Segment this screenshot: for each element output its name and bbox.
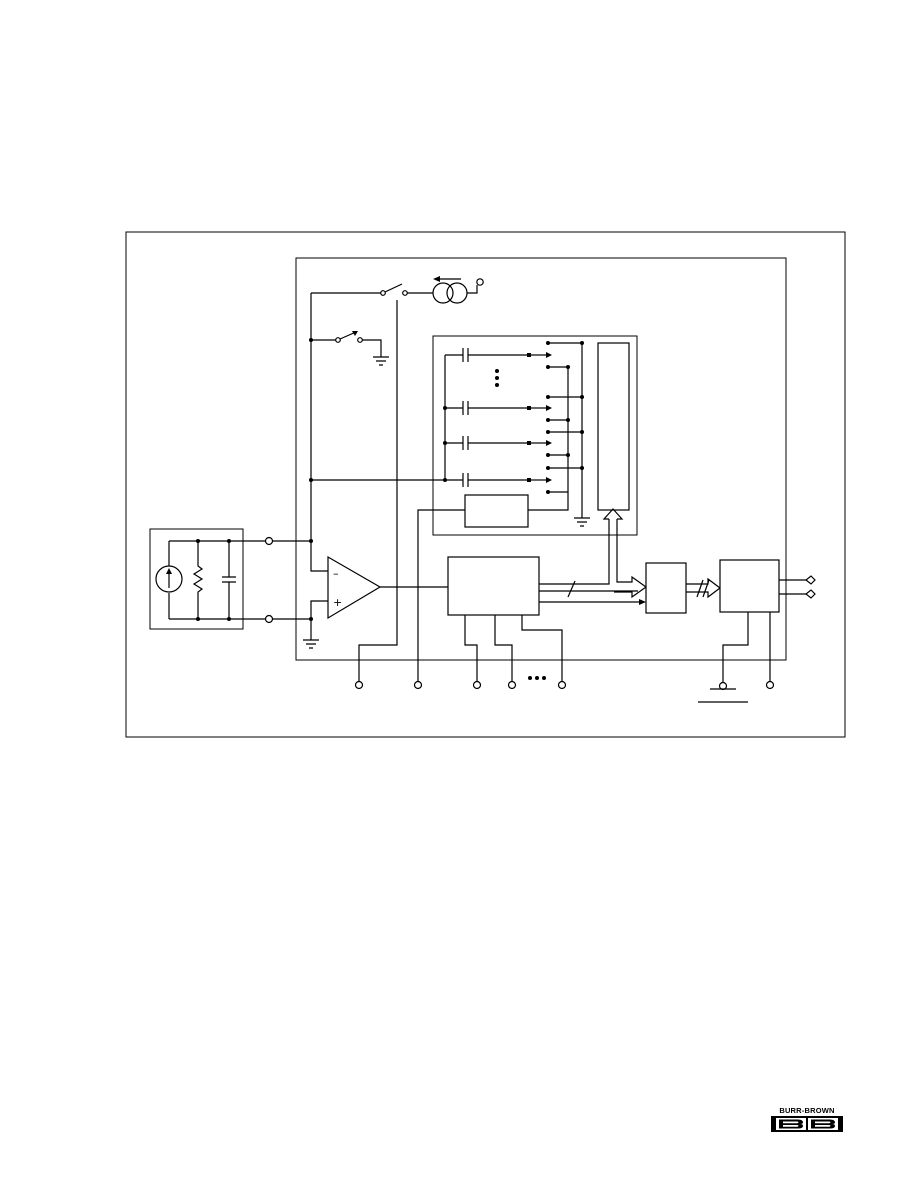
reset-current-switch	[311, 283, 433, 296]
opamp-plus-label: +	[333, 596, 342, 609]
bus-arrow-register-to-mux	[614, 519, 648, 599]
outer-frame	[125, 231, 846, 738]
control-logic-block	[447, 556, 540, 616]
input-pin-bottom	[264, 614, 274, 624]
array-logic-block	[464, 494, 529, 528]
sensor-model	[149, 528, 269, 630]
logo-brand-text: BURR-BROWN	[779, 1106, 835, 1115]
switch-contacts	[546, 341, 584, 494]
gain-register-block	[597, 342, 630, 511]
ground-switch	[311, 331, 389, 366]
capacitor-row-3	[445, 436, 552, 450]
logo-mark-icon	[771, 1116, 843, 1132]
horizontal-ellipsis-icon	[528, 676, 546, 680]
capacitor-icon	[222, 541, 236, 619]
capacitor-array-block	[432, 335, 638, 536]
capacitor-row-1	[445, 348, 552, 362]
integrator-opamp: – +	[327, 555, 382, 620]
ground-icon	[303, 639, 319, 649]
resistor-icon	[192, 541, 204, 619]
ic-boundary	[295, 257, 787, 661]
vertical-ellipsis-icon	[495, 369, 499, 387]
current-source-dual-circle-icon	[432, 276, 484, 304]
bottom-pins	[354, 680, 775, 691]
burr-brown-logo: BURR-BROWN	[770, 1107, 844, 1133]
capacitor-row-4	[445, 473, 552, 487]
current-source-icon	[155, 565, 183, 593]
opamp-minus-label: –	[333, 567, 339, 580]
output-mux-block	[645, 562, 687, 614]
output-register-block	[719, 559, 780, 613]
input-pin-top	[264, 536, 274, 546]
capacitor-row-2	[445, 401, 552, 415]
